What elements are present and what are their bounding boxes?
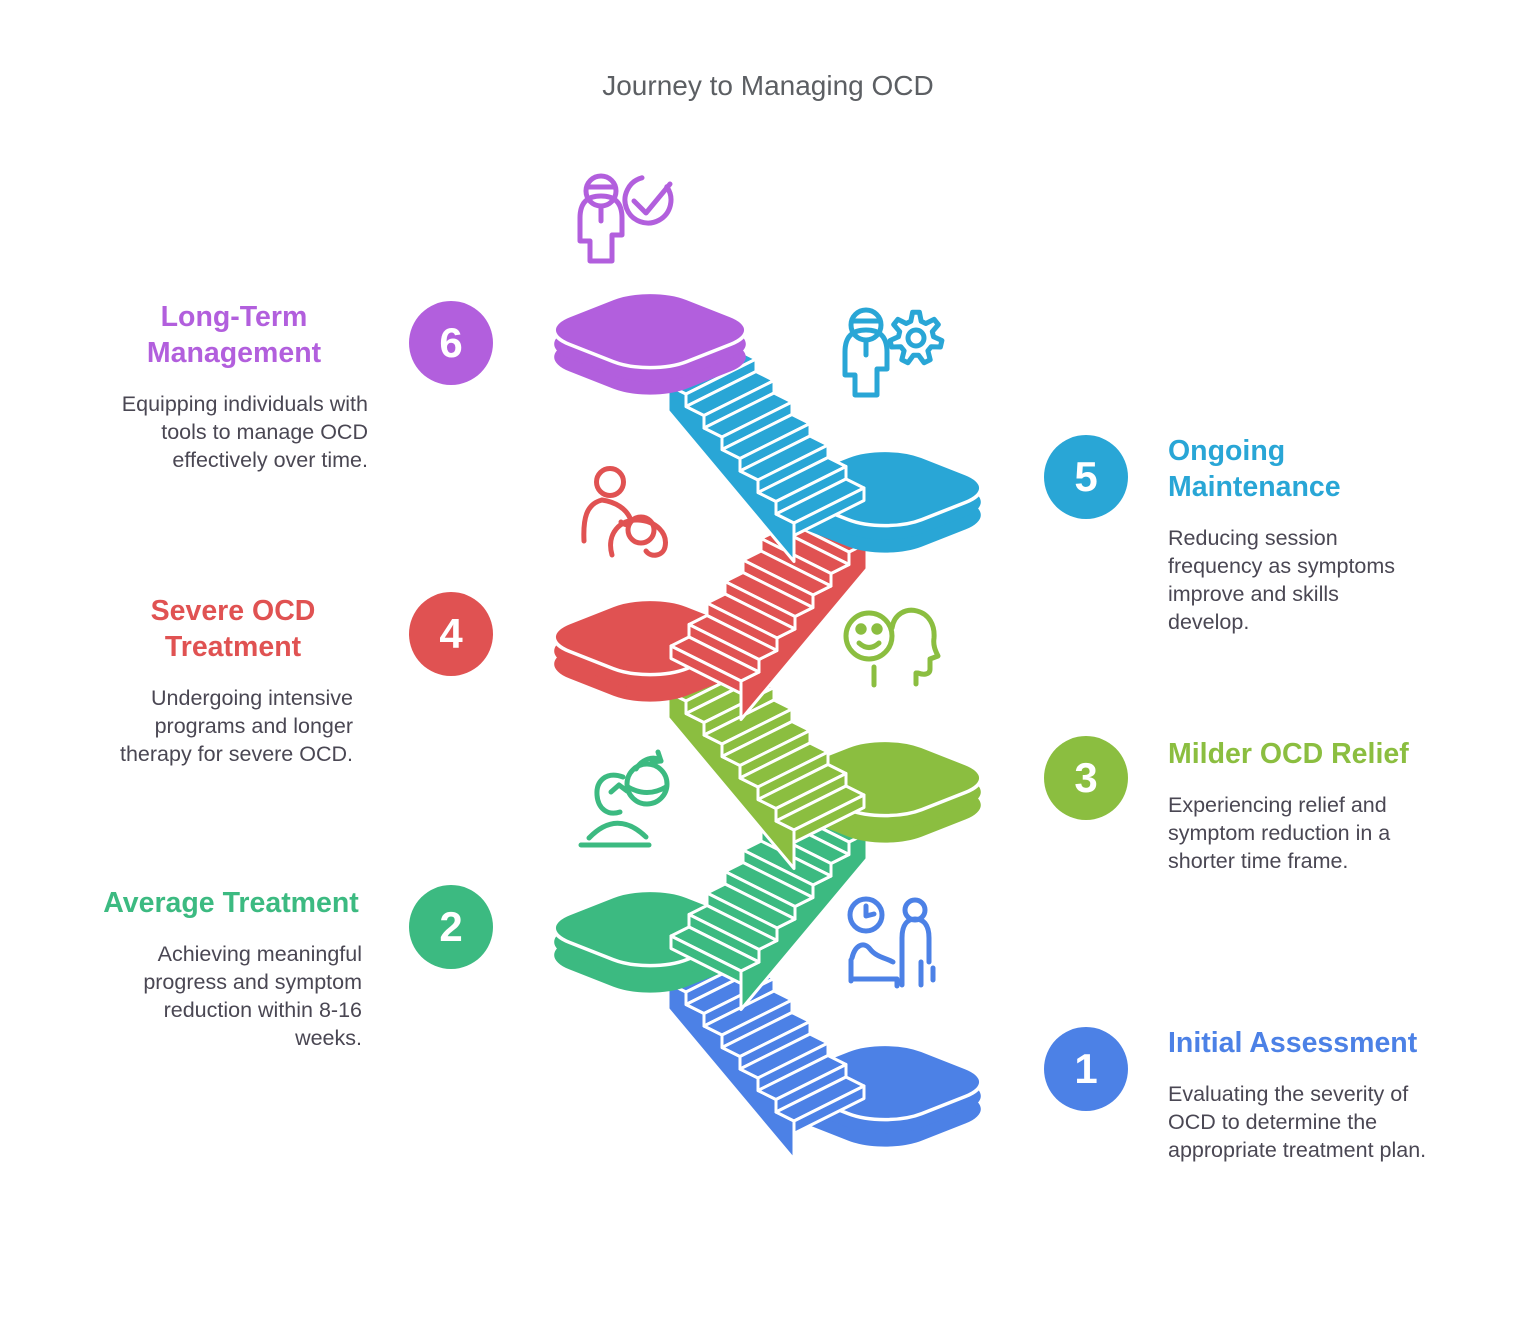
step-6-number: 6 xyxy=(439,319,463,366)
step-6-title: Long-Term Management xyxy=(146,301,322,369)
step-1-number: 1 xyxy=(1074,1045,1098,1092)
step-block-6: Long-Term Management Equipping individua… xyxy=(100,300,368,474)
step-6-description: Equipping individuals with tools to mana… xyxy=(121,391,368,473)
smiling-head-profile-icon xyxy=(843,607,941,688)
step-3-title: Milder OCD Relief xyxy=(1168,738,1409,770)
step-3-description: Experiencing relief and symptom reductio… xyxy=(1168,792,1391,874)
step-1-title: Initial Assessment xyxy=(1168,1027,1418,1059)
step-block-5: Ongoing Maintenance Reducing session fre… xyxy=(1168,434,1413,636)
step-block-2: Average Treatment Achieving meaningful p… xyxy=(100,886,362,1053)
step-block-4: Severe OCD Treatment Undergoing intensiv… xyxy=(113,594,353,768)
step-5-number: 5 xyxy=(1074,453,1098,500)
therapy-session-clock-icon xyxy=(847,896,936,989)
step-3-number-badge: 3 xyxy=(1044,736,1128,820)
step-5-description: Reducing session frequency as symptoms i… xyxy=(1168,525,1396,635)
step-1-number-badge: 1 xyxy=(1044,1027,1128,1111)
step-4-title: Severe OCD Treatment xyxy=(150,595,316,663)
page-title: Journey to Managing OCD xyxy=(602,70,934,101)
platform-step-6 xyxy=(552,290,748,395)
step-1-description: Evaluating the severity of OCD to determ… xyxy=(1168,1081,1427,1163)
step-4-number-badge: 4 xyxy=(409,592,493,676)
step-2-number: 2 xyxy=(439,903,463,950)
step-4-number: 4 xyxy=(439,610,463,657)
step-block-1: Initial Assessment Evaluating the severi… xyxy=(1168,1026,1428,1164)
person-checkmark-icon xyxy=(577,173,674,264)
person-gear-icon xyxy=(842,307,945,398)
step-4-description: Undergoing intensive programs and longer… xyxy=(119,685,353,767)
mind-renewal-icon xyxy=(578,749,670,848)
staircase-to-step-3 xyxy=(666,655,866,870)
step-3-number: 3 xyxy=(1074,754,1098,801)
step-5-number-badge: 5 xyxy=(1044,435,1128,519)
step-block-3: Milder OCD Relief Experiencing relief an… xyxy=(1168,737,1430,875)
caregiver-support-icon xyxy=(581,466,668,558)
step-5-title: Ongoing Maintenance xyxy=(1168,435,1341,503)
step-2-number-badge: 2 xyxy=(409,885,493,969)
step-6-number-badge: 6 xyxy=(409,301,493,385)
step-2-description: Achieving meaningful progress and sympto… xyxy=(143,941,362,1051)
step-2-title: Average Treatment xyxy=(103,887,359,919)
